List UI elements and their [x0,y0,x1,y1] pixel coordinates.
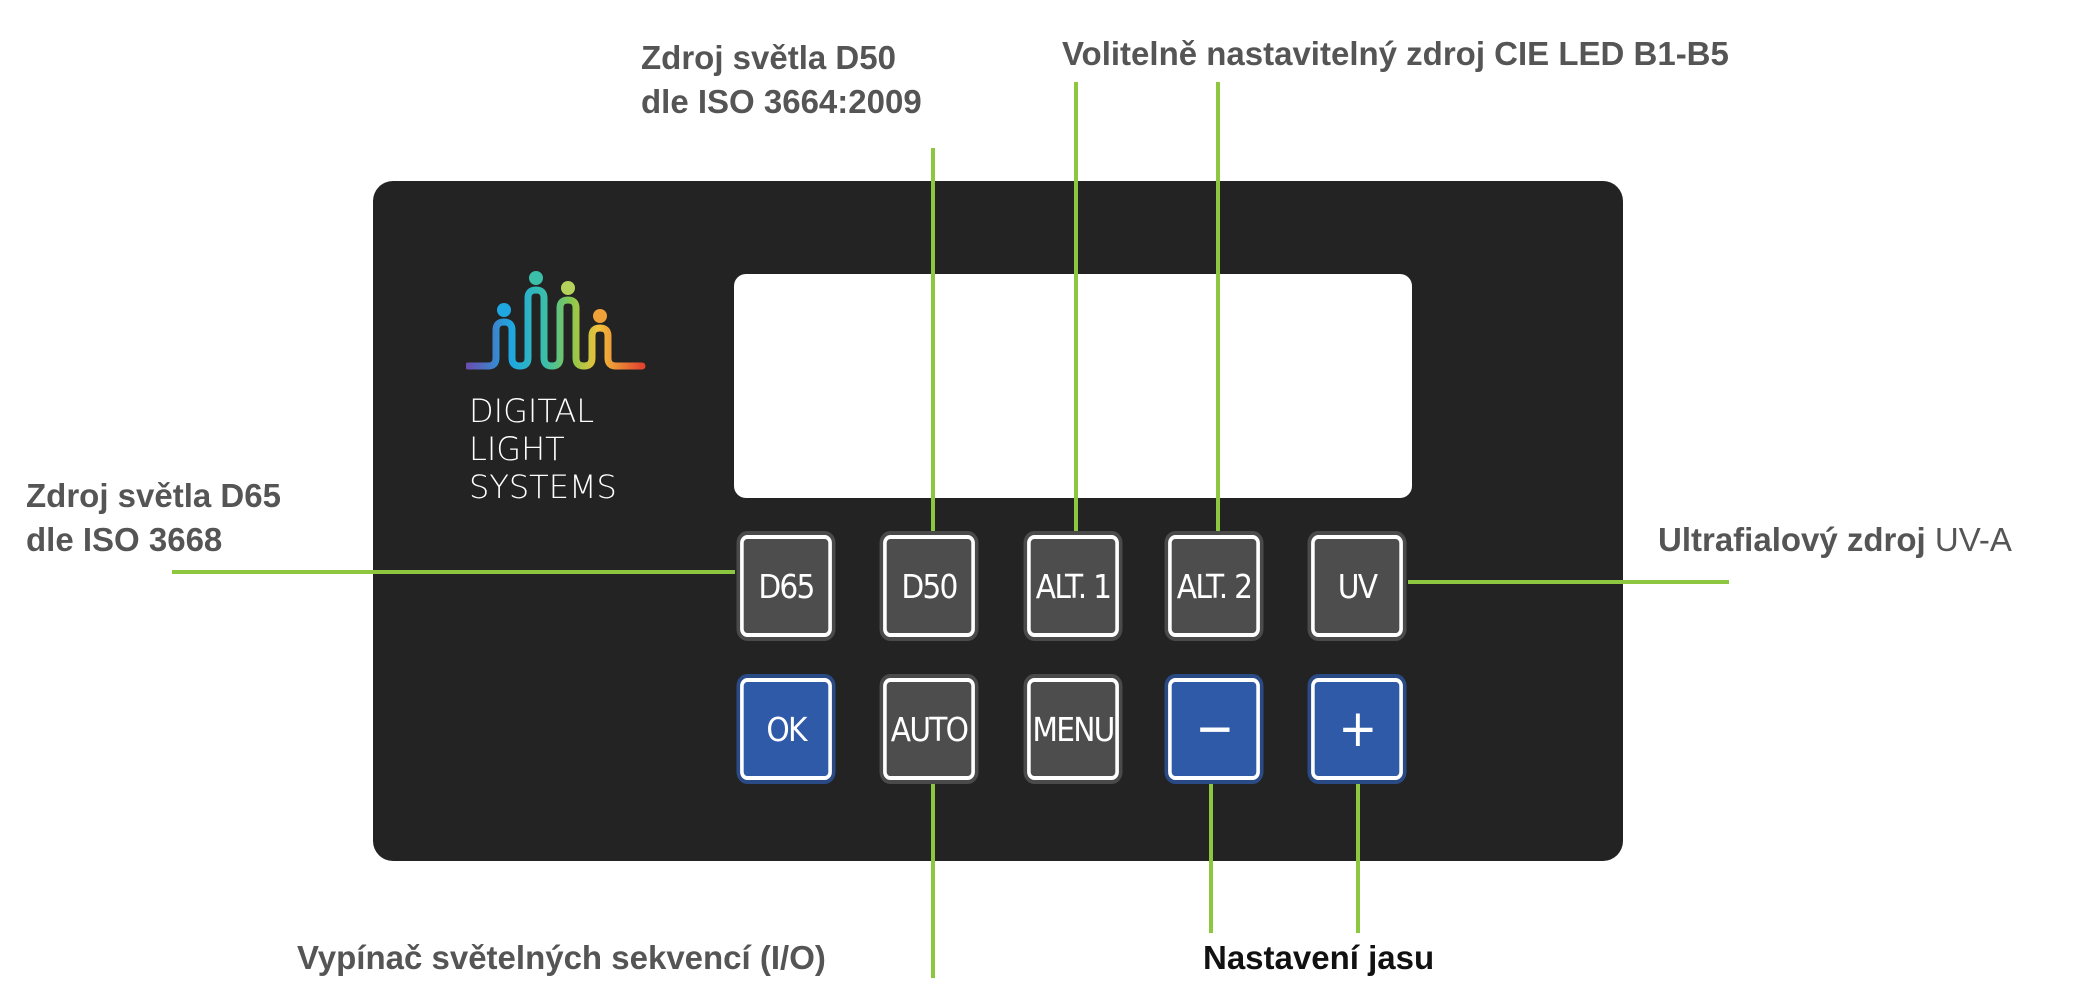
d65-label-line1: Zdroj světla D65 [26,477,281,514]
logo-line-3: SYSTEMS [469,468,617,506]
auto-button[interactable]: AUTO [883,678,975,780]
leader-auto [931,781,935,978]
d65-label-line2: dle ISO 3668 [26,521,223,558]
leader-alt2 [1216,82,1220,535]
logo-text: DIGITAL LIGHT SYSTEMS [469,392,617,506]
logo-line-1: DIGITAL [469,392,595,430]
uv-label: Ultrafialový zdroj UV-A [1658,518,2012,562]
alt-label: Volitelně nastavitelný zdroj CIE LED B1-… [1062,35,1729,72]
d50-label: Zdroj světla D50 dle ISO 3664:2009 [641,36,922,124]
uv-label-bold: Ultrafialový zdroj [1658,521,1926,558]
plus-button[interactable]: + [1311,678,1403,780]
d50-label-line2: dle ISO 3664:2009 [641,83,922,120]
auto-label: Vypínač světelných sekvencí (I/O) [297,939,826,976]
d65-label: Zdroj světla D65 dle ISO 3668 [26,474,281,562]
leader-d50 [931,148,935,535]
digital-light-systems-logo-icon [466,271,646,370]
leader-uv [1408,580,1729,584]
logo-line-2: LIGHT [469,430,565,468]
leader-plus [1356,781,1360,933]
leader-minus [1209,781,1213,933]
ok-button[interactable]: OK [740,678,832,780]
d65-button[interactable]: D65 [740,535,832,637]
uv-label-normal: UV-A [1934,521,2012,558]
leader-alt1 [1074,82,1078,535]
alt1-button[interactable]: ALT. 1 [1027,535,1119,637]
brightness-label: Nastavení jasu [1203,939,1435,976]
d50-label-line1: Zdroj světla D50 [641,39,896,76]
menu-button[interactable]: MENU [1027,678,1119,780]
minus-button[interactable]: − [1168,678,1260,780]
alt2-button[interactable]: ALT. 2 [1168,535,1260,637]
lcd-display [734,274,1412,498]
leader-d65 [172,570,735,574]
uv-button[interactable]: UV [1311,535,1403,637]
d50-button[interactable]: D50 [883,535,975,637]
